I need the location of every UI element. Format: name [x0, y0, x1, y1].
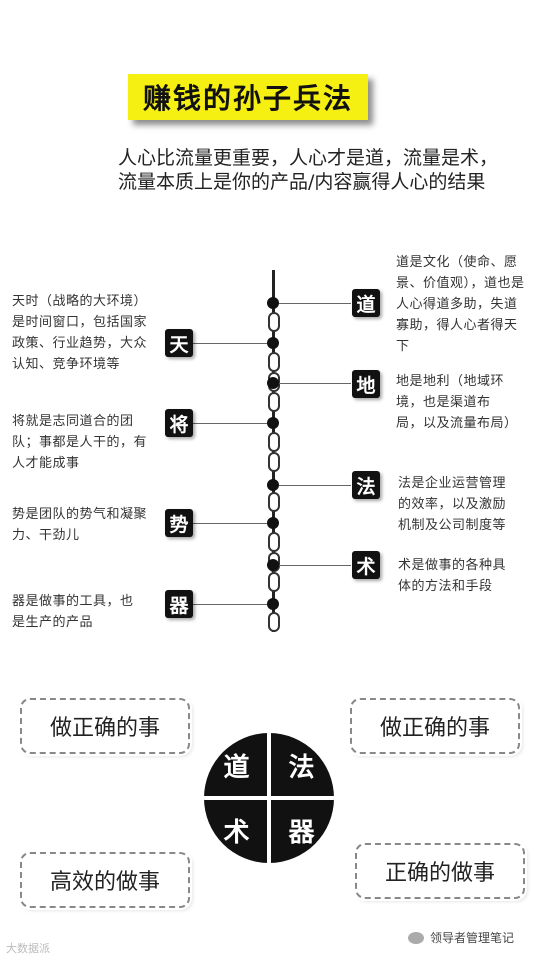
chain-link	[268, 312, 280, 332]
connector-line	[279, 303, 351, 304]
chain-link	[268, 612, 280, 632]
chain-node-tian	[267, 337, 279, 349]
quad-dao: 道	[223, 753, 250, 783]
connector-line	[193, 523, 267, 524]
desc-di: 地是地利（地域环境，也是渠道布局，以及流量布局）	[396, 374, 518, 431]
seal-dao: 道	[352, 289, 380, 317]
chain-link	[268, 392, 280, 412]
title-banner: 赚钱的孙子兵法	[128, 74, 368, 120]
connector-line	[279, 383, 351, 384]
quad-fa: 法	[288, 753, 315, 783]
desc-shi: 势是团队的势气和凝聚力、干劲儿	[12, 507, 148, 543]
connector-line	[193, 604, 267, 605]
chain-link	[268, 532, 280, 552]
connector-line	[279, 485, 351, 486]
seal-di: 地	[352, 370, 380, 398]
connector-line	[193, 423, 267, 424]
watermark-right: 领导者管理笔记	[408, 929, 514, 946]
quad-shu: 术	[223, 818, 250, 848]
box-bottom-right-label: 正确的做事	[384, 861, 495, 886]
chain-link	[268, 452, 280, 472]
desc-jiang: 将就是志同道合的团队；事都是人干的，有人才能成事	[12, 414, 148, 471]
desc-shu: 术是做事的各种具体的方法和手段	[398, 558, 507, 594]
seal-jiang: 将	[165, 409, 193, 437]
connector-line	[279, 565, 351, 566]
box-top-left-label: 做正确的事	[49, 716, 160, 741]
connector-line	[193, 343, 267, 344]
box-bottom-right: 正确的做事	[355, 843, 525, 899]
watermark-left: 大数据派	[6, 942, 50, 955]
chain-node-dao	[267, 297, 279, 309]
chain-link	[268, 352, 280, 372]
desc-dao: 道是文化（使命、愿景、价值观），道也是人心得道多助，失道寡助，得人心者得天下	[396, 255, 525, 354]
desc-qi: 器是做事的工具，也是生产的产品	[12, 594, 134, 630]
desc-fa: 法是企业运营管理的效率，以及激励机制及公司制度等	[398, 476, 507, 533]
chain-node-fa	[267, 479, 279, 491]
seal-qi: 器	[165, 590, 193, 618]
box-bottom-left-label: 高效的做事	[49, 870, 160, 895]
desc-tian: 天时（战略的大环境）是时间窗口，包括国家政策、行业趋势，大众认知、竞争环境等	[12, 294, 148, 372]
title-text: 赚钱的孙子兵法	[142, 82, 353, 115]
chain-node-qi	[267, 598, 279, 610]
quadrant-circle: 道 法 术 器	[204, 733, 334, 863]
seal-shi: 势	[165, 509, 193, 537]
watermark-right-text: 领导者管理笔记	[430, 931, 515, 945]
box-top-right: 做正确的事	[350, 698, 520, 754]
seal-fa: 法	[352, 471, 380, 499]
box-top-left: 做正确的事	[20, 698, 190, 754]
subtitle-line-1: 人心比流量更重要，人心才是道，流量是术，	[118, 147, 499, 169]
box-bottom-left: 高效的做事	[20, 852, 190, 908]
chain-node-shu	[267, 559, 279, 571]
seal-tian: 天	[165, 329, 193, 357]
chain-node-di	[267, 377, 279, 389]
seal-shu: 术	[352, 551, 380, 579]
chain-node-jiang	[267, 417, 279, 429]
chain-link	[268, 572, 280, 592]
quad-divider-horizontal	[204, 796, 334, 800]
quad-qi: 器	[288, 818, 315, 848]
chain-node-shi	[267, 517, 279, 529]
wechat-icon	[408, 931, 424, 944]
box-top-right-label: 做正确的事	[379, 716, 490, 741]
chain-link	[268, 492, 280, 512]
subtitle-line-2: 流量本质上是你的产品/内容赢得人心的结果	[118, 171, 486, 193]
chain-link	[268, 432, 280, 452]
